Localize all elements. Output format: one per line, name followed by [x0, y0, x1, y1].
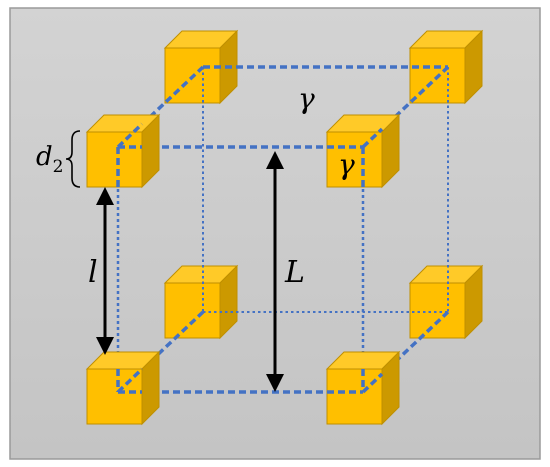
curly-brace-icon: [65, 130, 81, 188]
d2-label: d2: [36, 142, 63, 177]
frame-lines: [116, 65, 450, 394]
big-l-label: L: [284, 255, 305, 290]
cube-icon: [408, 264, 484, 340]
cube-icon: [85, 113, 161, 189]
front-frame: [118, 145, 363, 394]
d2-base: d: [36, 142, 53, 172]
gamma-outer-label: γ: [298, 82, 315, 115]
dimension-arrows: [96, 151, 284, 392]
diagonal-frame: [116, 65, 450, 394]
cube-icon: [325, 350, 401, 426]
cube-icon: [85, 350, 161, 426]
d2-subscript: 2: [53, 157, 64, 177]
small-l-label: l: [88, 255, 98, 290]
gamma-inner-label: γ: [338, 148, 355, 181]
back-frame: [202, 67, 449, 313]
front-vertical-frame: [116, 147, 365, 392]
cube-icon: [325, 113, 401, 189]
front-frame-overlay: [116, 122, 384, 394]
cube-icon: [163, 264, 239, 340]
front-cubes: [85, 113, 401, 426]
